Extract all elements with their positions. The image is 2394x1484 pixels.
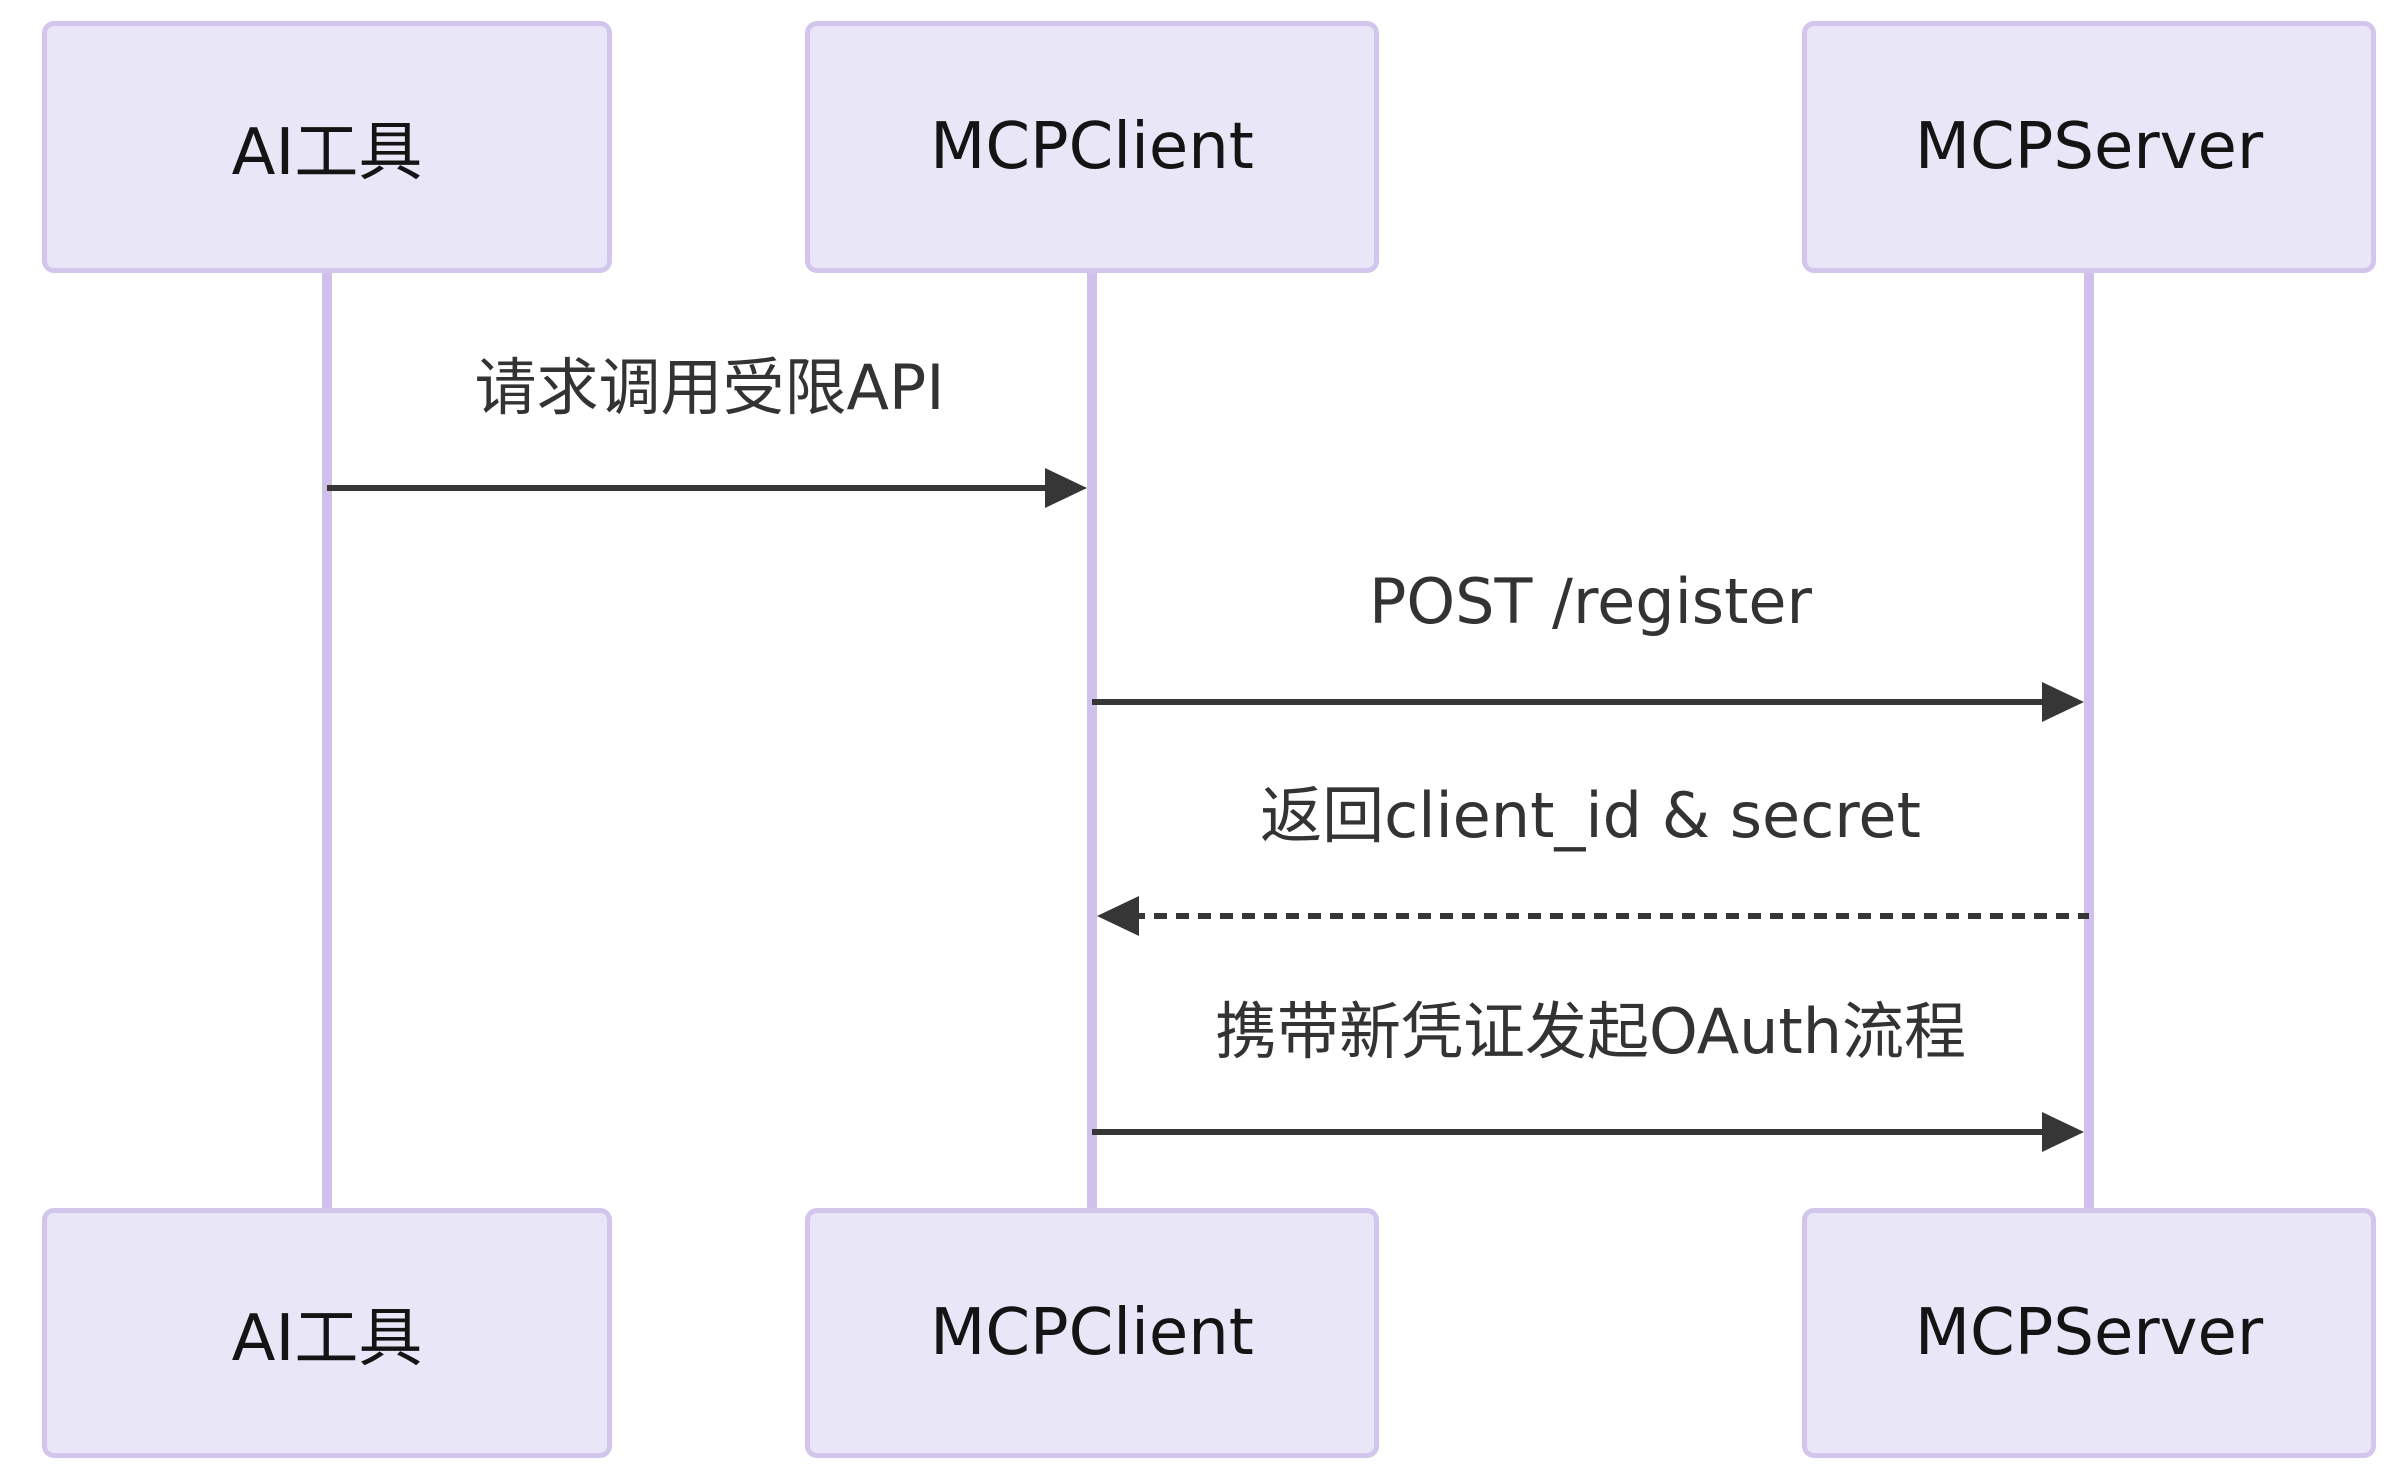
- actor-box-mcp-server-bottom: MCPServer: [1802, 1208, 2376, 1458]
- arrowhead-right-icon: [2042, 1112, 2084, 1152]
- actor-box-mcp-client-bottom: MCPClient: [805, 1208, 1379, 1458]
- message-label: POST /register: [1368, 565, 1813, 638]
- actor-box-mcp-server-top: MCPServer: [1802, 21, 2376, 273]
- message-label: 携带新凭证发起OAuth流程: [1214, 995, 1967, 1068]
- message-line-solid: [327, 485, 1052, 491]
- arrowhead-left-icon: [1097, 896, 1139, 936]
- arrowhead-right-icon: [1045, 468, 1087, 508]
- message-line-solid: [1092, 1129, 2049, 1135]
- actor-box-ai-tool-top: AI工具: [42, 21, 612, 273]
- message-line-dashed: [1132, 913, 2089, 919]
- actor-label-mcp-server: MCPServer: [1914, 110, 2264, 184]
- actor-label-mcp-client: MCPClient: [930, 1296, 1254, 1370]
- actor-label-ai-tool: AI工具: [231, 1302, 423, 1376]
- message-line-solid: [1092, 699, 2049, 705]
- arrowhead-right-icon: [2042, 682, 2084, 722]
- actor-label-ai-tool: AI工具: [231, 116, 423, 190]
- actor-box-mcp-client-top: MCPClient: [805, 21, 1379, 273]
- lifeline-mcp-server: [2084, 273, 2094, 1208]
- actor-label-mcp-client: MCPClient: [930, 110, 1254, 184]
- actor-label-mcp-server: MCPServer: [1914, 1296, 2264, 1370]
- message-label: 请求调用受限API: [474, 351, 945, 424]
- actor-box-ai-tool-bottom: AI工具: [42, 1208, 612, 1458]
- message-label: 返回client_id & secret: [1260, 779, 1921, 852]
- lifeline-mcp-client: [1087, 273, 1097, 1208]
- lifeline-ai-tool: [322, 273, 332, 1208]
